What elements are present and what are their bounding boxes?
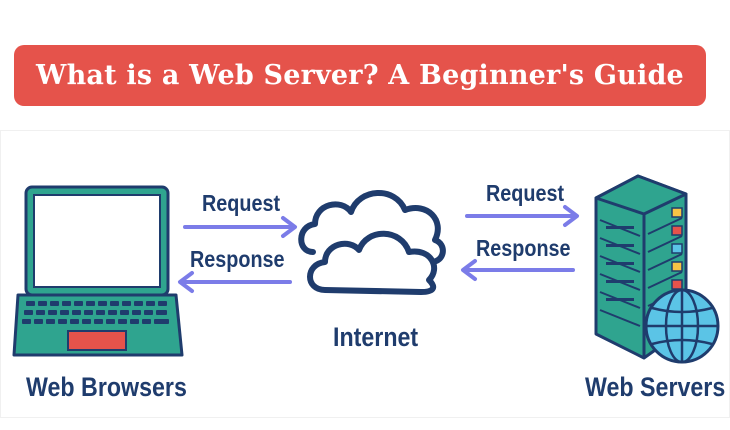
- left-response-label: Response: [190, 246, 285, 272]
- page-title: What is a Web Server? A Beginner's Guide: [36, 60, 684, 91]
- right-response-label: Response: [476, 235, 571, 261]
- right-request-arrow: [465, 205, 579, 227]
- web-browsers-label: Web Browsers: [26, 372, 187, 402]
- laptop-icon: [12, 185, 184, 357]
- left-request-arrow: [183, 216, 297, 238]
- left-response-arrow: [178, 271, 292, 293]
- right-request-label: Request: [486, 180, 565, 206]
- cloud-icon: [298, 190, 446, 295]
- web-servers-label: Web Servers: [585, 372, 726, 402]
- right-response-arrow: [461, 259, 575, 281]
- internet-label: Internet: [333, 322, 419, 352]
- title-banner: What is a Web Server? A Beginner's Guide: [14, 45, 706, 106]
- left-request-label: Request: [202, 190, 281, 216]
- server-globe-icon: [594, 174, 720, 364]
